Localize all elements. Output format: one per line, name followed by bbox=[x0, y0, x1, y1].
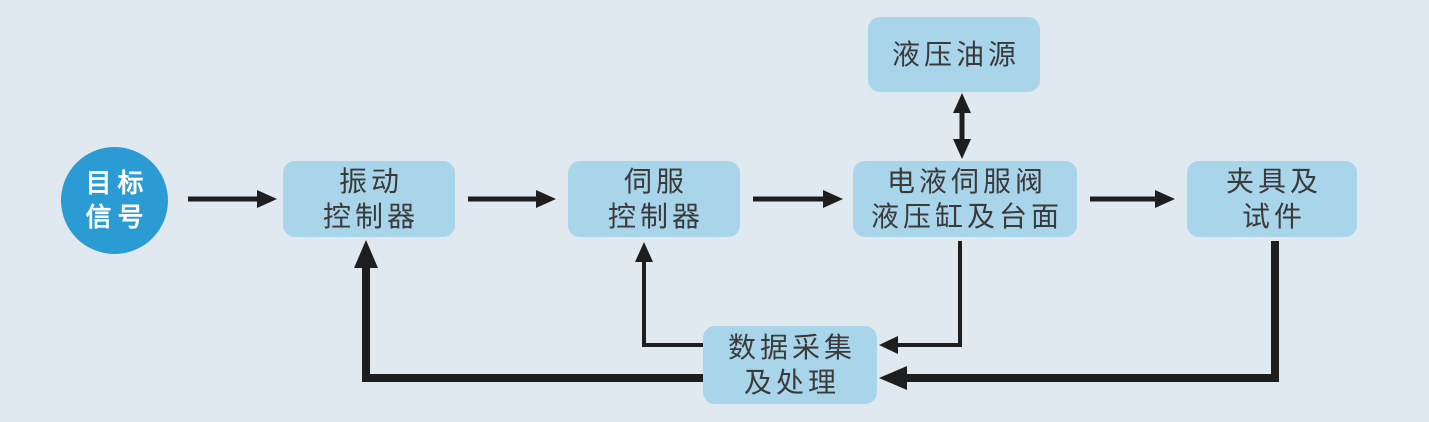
arrow-oil-valve-bidirectional bbox=[953, 93, 971, 159]
arrow-vibration-to-servo bbox=[468, 190, 556, 208]
arrow-data-to-vibration bbox=[354, 240, 703, 382]
node-fixture-specimen-line2: 试件 bbox=[1241, 200, 1306, 233]
arrow-target-to-vibration bbox=[188, 190, 277, 208]
node-hydraulic-oil-source-line1: 液压油源 bbox=[891, 38, 1020, 71]
node-servo-controller-line2: 控制器 bbox=[607, 200, 704, 233]
arrow-valve-to-fixture bbox=[1090, 190, 1175, 208]
node-servo-valve-cylinder-table-line1: 电液伺服阀 bbox=[886, 165, 1047, 198]
node-servo-controller-line1: 伺服 bbox=[623, 165, 688, 198]
node-servo-controller: 伺服 控制器 bbox=[568, 161, 740, 237]
node-data-acquisition-line2: 及处理 bbox=[743, 366, 840, 399]
node-data-acquisition: 数据采集 及处理 bbox=[703, 326, 877, 404]
node-fixture-specimen: 夹具及 试件 bbox=[1187, 161, 1357, 237]
node-vibration-controller-line1: 振动 bbox=[338, 165, 403, 198]
arrow-data-to-servo bbox=[635, 242, 703, 347]
node-target-signal: 目标 信号 bbox=[61, 147, 168, 254]
node-target-signal-line1: 目标 bbox=[85, 168, 150, 199]
node-servo-valve-cylinder-table-line2: 液压缸及台面 bbox=[870, 200, 1063, 233]
arrow-servo-to-valve bbox=[753, 190, 843, 208]
node-target-signal-line2: 信号 bbox=[85, 202, 150, 233]
node-vibration-controller-line2: 控制器 bbox=[322, 200, 419, 233]
arrow-fixture-to-data bbox=[879, 241, 1279, 390]
arrow-valve-to-data bbox=[879, 241, 962, 354]
node-vibration-controller: 振动 控制器 bbox=[283, 161, 455, 237]
node-data-acquisition-line1: 数据采集 bbox=[727, 331, 856, 364]
node-fixture-specimen-line1: 夹具及 bbox=[1225, 165, 1322, 198]
node-servo-valve-cylinder-table: 电液伺服阀 液压缸及台面 bbox=[853, 161, 1077, 237]
node-hydraulic-oil-source: 液压油源 bbox=[868, 17, 1040, 92]
